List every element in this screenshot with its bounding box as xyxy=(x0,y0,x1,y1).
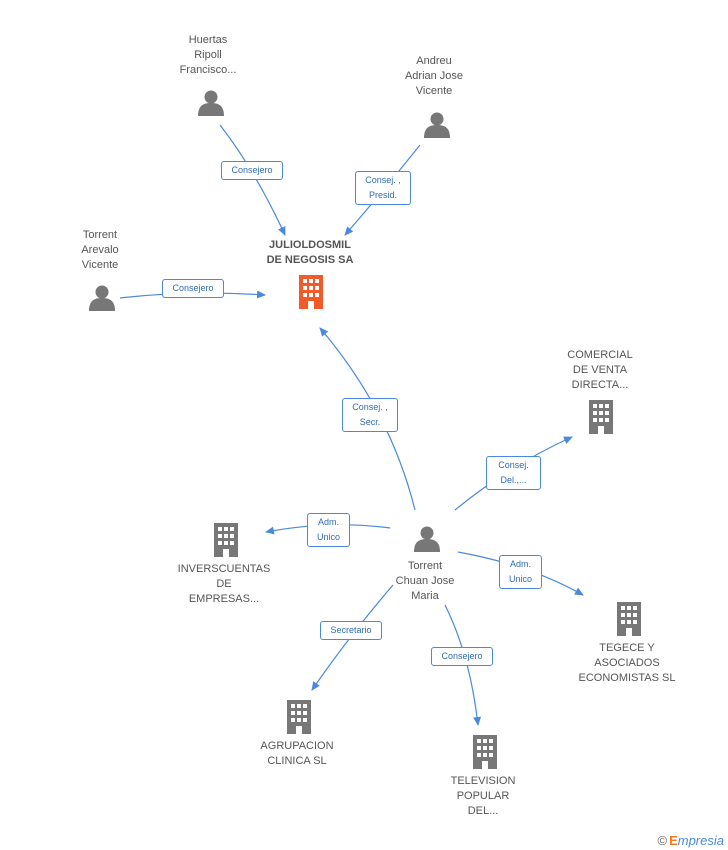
node-label-tegece[interactable]: TEGECE Y ASOCIADOS ECONOMISTAS SL xyxy=(578,642,676,684)
node-label-julioldosmil[interactable]: JULIOLDOSMIL DE NEGOSIS SA xyxy=(266,239,354,266)
node-label-torrent-arevalo[interactable]: Torrent Arevalo Vicente xyxy=(81,229,119,271)
building-icon[interactable] xyxy=(617,602,641,636)
node-label-television[interactable]: TELEVISION POPULAR DEL... xyxy=(450,775,516,817)
edge-label-chuan-comercial: Consej. Del.,... xyxy=(486,456,541,490)
edge-label-chuan-television: Consejero xyxy=(431,647,493,666)
edge-label-huertas-julioldosmil: Consejero xyxy=(221,161,283,180)
node-label-inverscuentas[interactable]: INVERSCUENTAS DE EMPRESAS... xyxy=(177,563,271,605)
person-icon[interactable] xyxy=(424,112,450,139)
building-icon[interactable] xyxy=(287,700,311,734)
building-icon[interactable] xyxy=(214,523,238,557)
edge-label-arevalo-julioldosmil: Consejero xyxy=(162,279,224,298)
building-icon[interactable] xyxy=(589,400,613,434)
node-label-andreu[interactable]: Andreu Adrian Jose Vicente xyxy=(404,55,464,97)
footer-brand[interactable]: ©Empresia xyxy=(657,833,724,848)
node-label-agrupacion[interactable]: AGRUPACION CLINICA SL xyxy=(260,740,334,767)
person-icon[interactable] xyxy=(414,526,440,553)
node-label-comercial[interactable]: COMERCIAL DE VENTA DIRECTA... xyxy=(567,349,633,391)
brand-name: mpresia xyxy=(677,833,724,848)
copyright-icon: © xyxy=(657,833,668,848)
person-icon[interactable] xyxy=(198,90,224,117)
edge-label-chuan-inverscuentas: Adm. Unico xyxy=(307,513,350,547)
brand-initial: E xyxy=(669,833,678,848)
edge-label-andreu-julioldosmil: Consej. , Presid. xyxy=(355,171,411,205)
building-icon[interactable] xyxy=(473,735,497,769)
edge-huertas-julioldosmil xyxy=(219,124,286,236)
edge-label-chuan-julioldosmil: Consej. , Secr. xyxy=(342,398,398,432)
node-label-torrent-chuan[interactable]: Torrent Chuan Jose Maria xyxy=(395,560,455,602)
edge-label-chuan-agrupacion: Secretario xyxy=(320,621,382,640)
edge-label-chuan-tegece: Adm. Unico xyxy=(499,555,542,589)
node-label-huertas[interactable]: Huertas Ripoll Francisco... xyxy=(179,34,237,76)
main-company-building-icon[interactable] xyxy=(299,275,323,309)
person-icon[interactable] xyxy=(89,285,115,312)
